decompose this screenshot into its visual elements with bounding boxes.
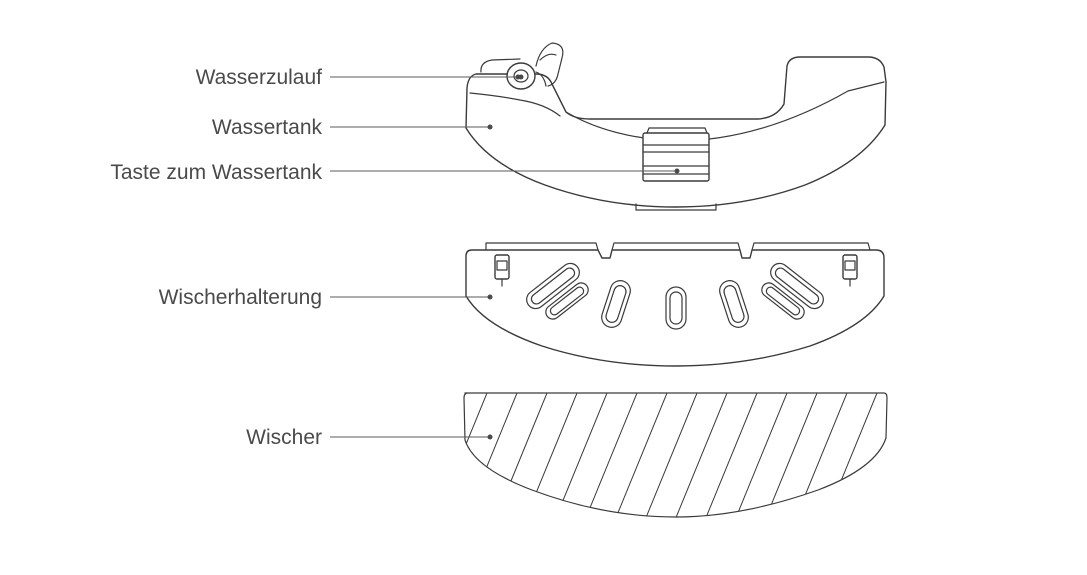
callout-wasserzulauf: Wasserzulauf xyxy=(196,66,521,89)
mop-holder-top-rim xyxy=(485,242,871,251)
mop-holder xyxy=(465,242,885,367)
mop-pad xyxy=(463,392,888,518)
label-wischer: Wischer xyxy=(246,426,322,449)
callout-wischer: Wischer xyxy=(246,426,493,449)
callout-wassertank: Wassertank xyxy=(212,116,493,139)
tank-release-button xyxy=(642,127,710,182)
mop-holder-body xyxy=(465,249,885,367)
callout-wischerhalterung: Wischerhalterung xyxy=(159,286,493,309)
water-tank xyxy=(465,42,887,211)
mop-holder-left-clip xyxy=(494,254,510,287)
mop-holder-right-clip xyxy=(842,254,858,287)
water-inlet xyxy=(480,42,564,90)
label-wischerhalterung: Wischerhalterung xyxy=(159,286,322,309)
label-taste: Taste zum Wassertank xyxy=(110,161,322,184)
water-tank-bottom-notch xyxy=(635,203,717,211)
label-wassertank: Wassertank xyxy=(212,116,323,139)
callout-taste: Taste zum Wassertank xyxy=(110,161,680,184)
mop-outline xyxy=(463,392,888,518)
label-wasserzulauf: Wasserzulauf xyxy=(196,66,323,89)
mop-hatching xyxy=(464,393,887,517)
water-tank-body xyxy=(465,56,887,208)
water-tank-top-edge xyxy=(469,92,561,117)
mop-holder-slots xyxy=(526,262,824,330)
